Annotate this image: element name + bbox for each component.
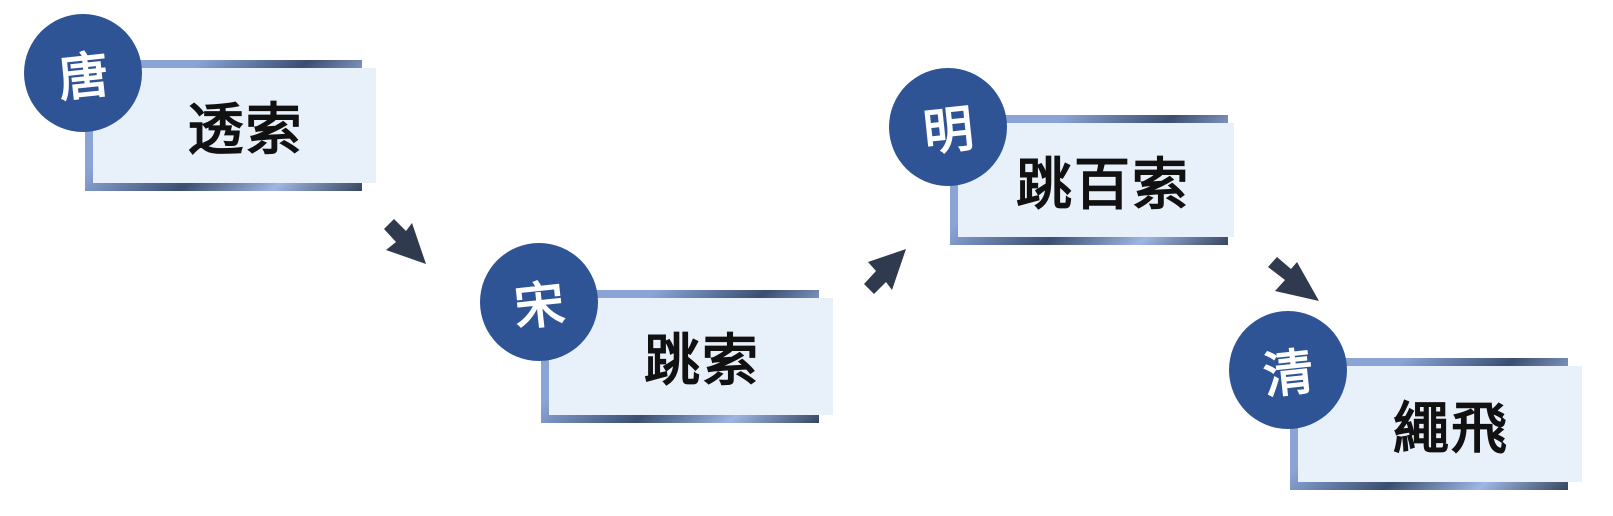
stage-1-era-badge: 唐 (24, 14, 142, 132)
stage-1-era: 唐 (55, 45, 112, 109)
arrow-down-right-icon (384, 219, 426, 264)
stage-4-box: 繩飛 (1290, 358, 1582, 490)
stage-2-era: 宋 (511, 274, 568, 338)
stage-4-name: 繩飛 (1298, 366, 1582, 482)
arrow-up-right-icon (864, 249, 906, 294)
stage-4-era-badge: 清 (1229, 311, 1347, 429)
stage-2-box: 跳索 (541, 290, 833, 423)
stage-4-era: 清 (1260, 342, 1317, 406)
stage-3-era-badge: 明 (889, 68, 1007, 186)
arrow-down-right-icon (1268, 257, 1319, 301)
stage-3-era: 明 (920, 99, 977, 163)
stage-2-era-badge: 宋 (480, 243, 598, 361)
stage-2-name: 跳索 (549, 298, 833, 415)
